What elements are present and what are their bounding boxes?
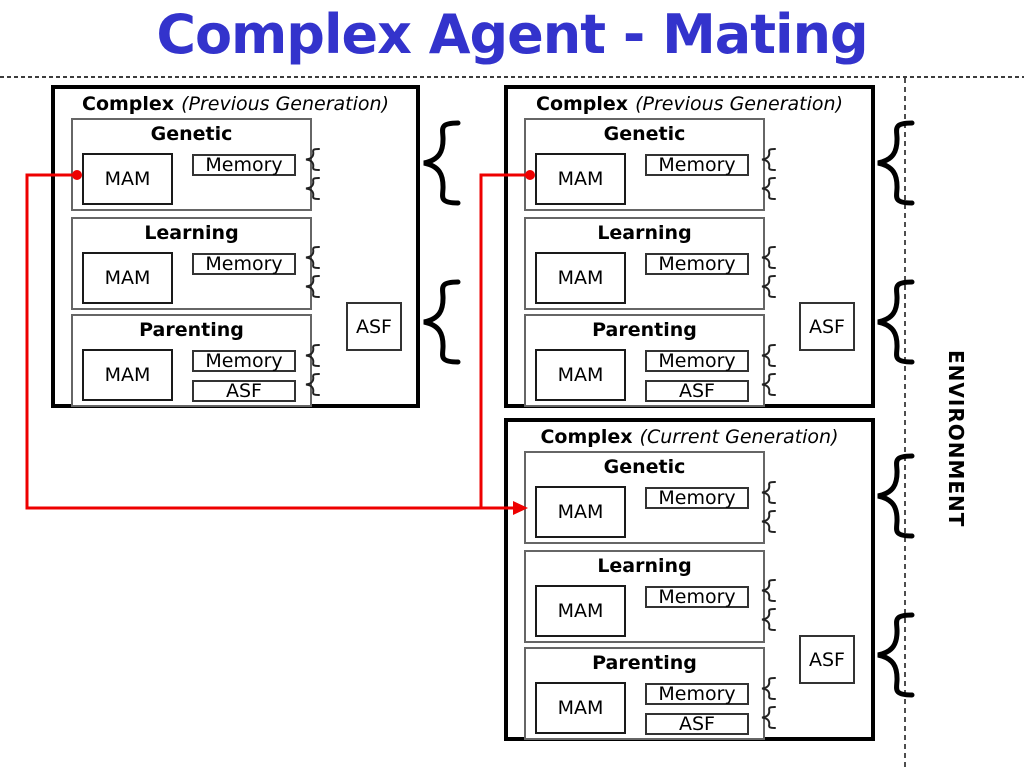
large-brace-icon [877,612,915,698]
section-parenting: Parenting MAM Memory ASF [71,314,312,407]
complex-header-italic: (Previous Generation) [181,93,389,115]
section-title: Learning [144,222,239,244]
section-learning: Learning MAM Memory [524,550,765,643]
asf-box: ASF [645,380,749,402]
complex-header-bold: Complex [540,426,633,448]
mam-box: MAM [535,349,626,401]
complex-header-italic: (Current Generation) [639,426,839,448]
asf-outer-box: ASF [346,302,402,351]
mam-box: MAM [535,682,626,734]
memory-box: Memory [645,683,749,705]
asf-box: ASF [645,713,749,735]
memory-box: Memory [192,350,296,372]
complex-box-current: Complex (Current Generation) Genetic MAM … [504,418,875,741]
section-genetic: Genetic MAM Memory [71,118,312,211]
large-brace-icon [423,279,461,365]
memory-box: Memory [192,154,296,176]
memory-box: Memory [645,350,749,372]
section-title: Genetic [150,123,233,145]
section-title: Parenting [592,652,697,674]
memory-box: Memory [645,253,749,275]
mam-box: MAM [82,349,173,401]
complex-box-previous-left: Complex (Previous Generation) Genetic MAM… [51,85,420,408]
complex-header: Complex (Previous Generation) [55,93,416,115]
section-title: Genetic [603,123,686,145]
memory-box: Memory [645,586,749,608]
large-brace-icon [877,279,915,365]
section-genetic: Genetic MAM Memory [524,118,765,211]
memory-box: Memory [192,253,296,275]
memory-box: Memory [645,154,749,176]
large-brace-icon [877,120,915,206]
section-genetic: Genetic MAM Memory [524,451,765,544]
section-title: Learning [597,222,692,244]
section-title: Learning [597,555,692,577]
complex-header: Complex (Previous Generation) [508,93,871,115]
section-parenting: Parenting MAM Memory ASF [524,314,765,407]
mam-box: MAM [535,585,626,637]
mam-box: MAM [535,252,626,304]
mam-box: MAM [535,153,626,205]
complex-header-bold: Complex [536,93,629,115]
memory-box: Memory [645,487,749,509]
asf-outer-box: ASF [799,302,855,351]
section-title: Genetic [603,456,686,478]
mam-box: MAM [535,486,626,538]
section-learning: Learning MAM Memory [524,217,765,310]
complex-header-italic: (Previous Generation) [635,93,843,115]
complex-box-previous-right: Complex (Previous Generation) Genetic MAM… [504,85,875,408]
section-title: Parenting [139,319,244,341]
complex-header-bold: Complex [82,93,175,115]
mam-box: MAM [82,153,173,205]
complex-header: Complex (Current Generation) [508,426,871,448]
large-brace-icon [423,120,461,206]
asf-outer-box: ASF [799,635,855,684]
slide-title: Complex Agent - Mating [156,3,868,66]
asf-box: ASF [192,380,296,402]
mam-box: MAM [82,252,173,304]
environment-label: ENVIRONMENT [944,350,968,528]
section-learning: Learning MAM Memory [71,217,312,310]
section-parenting: Parenting MAM Memory ASF [524,647,765,740]
large-brace-icon [877,453,915,539]
section-title: Parenting [592,319,697,341]
